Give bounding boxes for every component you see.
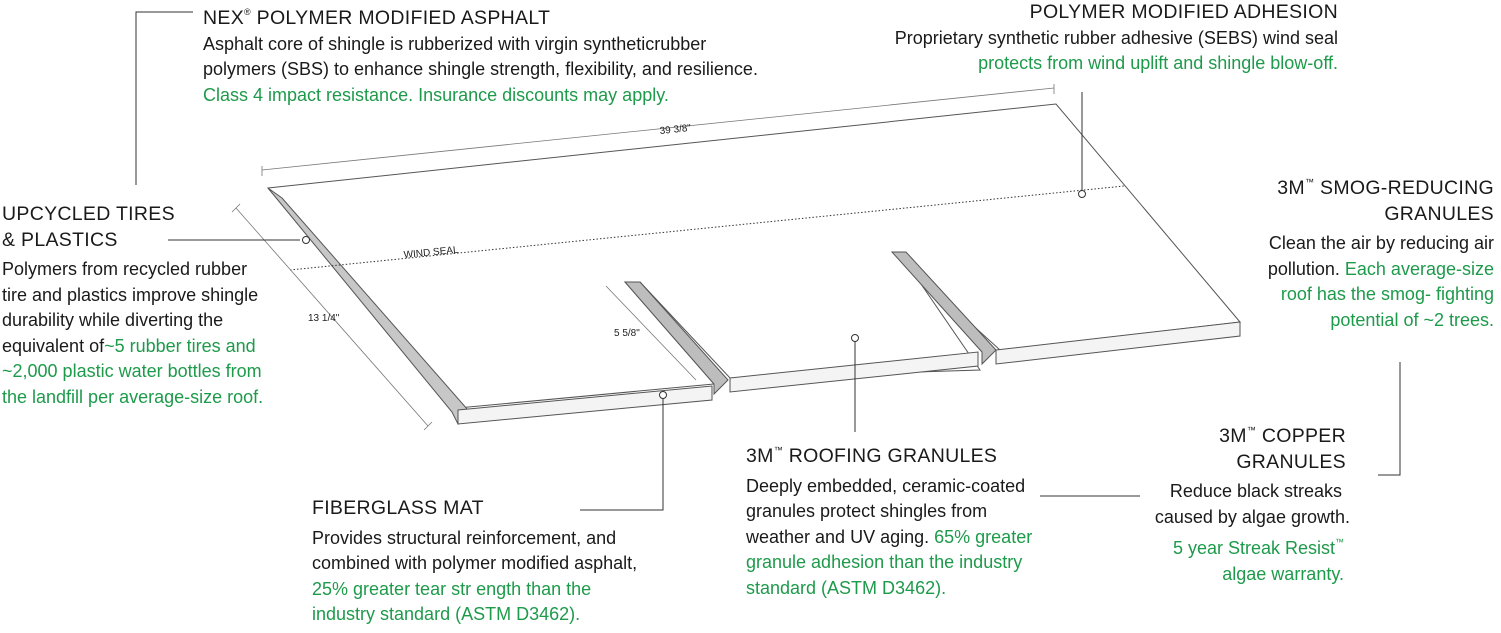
shingle-front-edge-mid: [729, 351, 979, 393]
callout-copper-line: Reduce black streaks: [1169, 481, 1342, 501]
marker-fiberglass: [659, 391, 667, 399]
tab-dimension: 5 5/8": [614, 328, 640, 339]
length-dimension: 39 3/8": [659, 123, 692, 137]
callout-granules-line: weather and UV aging. 65% greater: [746, 526, 1033, 547]
callout-fiberglass-line: 25% greater tear str ength than the: [312, 578, 592, 599]
callout-smog-title: 3M™ SMOG-REDUCING: [1277, 177, 1494, 199]
callout-copper-line: caused by algae growth.: [1154, 506, 1350, 527]
callout-adhesion-title: POLYMER MODIFIED ADHESION: [1029, 1, 1338, 23]
cutout-wall-right: [890, 251, 997, 366]
callout-copper-granules: 3M™ COPPER GRANULES Reduce black streaks…: [1100, 418, 1350, 587]
callout-roofing-granules: 3M™ ROOFING GRANULES Deeply embedded, ce…: [746, 438, 1076, 601]
callout-tires-line: Polymers from recycled rubber: [2, 259, 248, 279]
callout-granules-line: granules protect shingles from: [746, 501, 988, 521]
callout-granules-line: granule adhesion than the industry: [746, 552, 1023, 572]
callout-tires-line: tire and plastics improve shingle: [2, 284, 259, 305]
callout-smog-line: pollution. Each average-size: [1267, 258, 1494, 279]
callout-granules-line: Deeply embedded, ceramic-coated: [746, 475, 1026, 496]
callout-adhesion: POLYMER MODIFIED ADHESION Proprietary sy…: [830, 0, 1338, 77]
callout-smog-line: roof has the smog- fighting: [1280, 284, 1494, 304]
callout-smog-line: Clean the air by reducing air: [1268, 233, 1494, 253]
leader-nex: [135, 11, 193, 185]
callout-copper-line: algae warranty.: [1222, 563, 1344, 584]
wind-seal-label: WIND SEAL: [403, 245, 459, 261]
callout-adhesion-line: Proprietary synthetic rubber adhesive (S…: [894, 27, 1338, 48]
callout-copper-title: 3M™ COPPER: [1219, 425, 1346, 447]
callout-adhesion-line: protects from wind uplift and shingle bl…: [978, 53, 1338, 73]
shingle-front-edge-right: [995, 321, 1241, 365]
callout-fiberglass-line: Provides structural reinforcement, and: [312, 527, 617, 548]
callout-smog-title: GRANULES: [1384, 202, 1494, 225]
callout-fiberglass-mat: FIBERGLASS MAT Provides structural reinf…: [312, 496, 702, 628]
marker-adhesion: [1078, 190, 1086, 198]
callout-copper-title: GRANULES: [1236, 450, 1346, 473]
leader-smog-copper: [1378, 362, 1401, 476]
callout-tires-line: the landfill per average-size roof.: [2, 386, 264, 407]
leader-fiberglass: [580, 395, 664, 511]
callout-fiberglass-title: FIBERGLASS MAT: [312, 497, 484, 519]
callout-tires-line: equivalent of~5 rubber tires and: [2, 335, 256, 356]
callout-nex-asphalt: NEX® POLYMER MODIFIED ASPHALT Asphalt co…: [203, 0, 823, 108]
callout-tires-title: & PLASTICS: [2, 228, 118, 251]
height-dimension: 13 1/4": [308, 313, 340, 324]
callout-granules-line: standard (ASTM D3462).: [746, 577, 947, 598]
callout-tires-line: durability while diverting the: [2, 310, 224, 330]
marker-granules: [851, 334, 859, 342]
callout-nex-line: polymers (SBS) to enhance shingle streng…: [203, 59, 758, 79]
callout-granules-title: 3M™ ROOFING GRANULES: [746, 445, 998, 467]
shingle-front-edge-left: [457, 385, 713, 425]
callout-nex-title: NEX® POLYMER MODIFIED ASPHALT: [203, 7, 551, 29]
callout-smog-granules: 3M™ SMOG-REDUCING GRANULES Clean the air…: [1240, 170, 1494, 333]
callout-nex-line: Asphalt core of shingle is rubberized wi…: [203, 33, 707, 54]
callout-fiberglass-line: combined with polymer modified asphalt,: [312, 553, 638, 573]
callout-fiberglass-line: industry standard (ASTM D3462).: [312, 604, 581, 624]
callout-upcycled-tires: UPCYCLED TIRES & PLASTICS Polymers from …: [2, 202, 312, 410]
marker-tires: [302, 236, 310, 244]
callout-nex-line: Class 4 impact resistance. Insurance dis…: [203, 84, 669, 105]
callout-copper-line: 5 year Streak Resist™: [1172, 537, 1344, 558]
callout-tires-line: ~2,000 plastic water bottles from: [2, 361, 262, 381]
callout-tires-title: UPCYCLED TIRES: [2, 203, 175, 225]
cutout-wall-left: [623, 281, 729, 396]
callout-smog-line: potential of ~2 trees.: [1330, 309, 1494, 330]
